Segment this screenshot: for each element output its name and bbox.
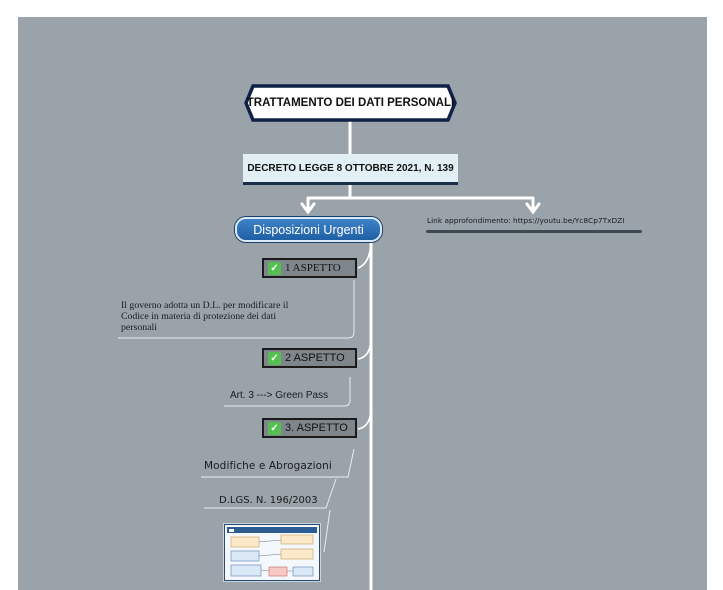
aspect-1-note-line-2: Codice in materia di protezione dei dati — [121, 311, 277, 322]
check-icon: ✓ — [268, 351, 281, 365]
aspect-3-sub-note: D.LGS. N. 196/2003 — [219, 495, 318, 506]
aspect-1-note: Il governo adotta un D.L. per modificare… — [121, 300, 288, 333]
mind-map-canvas: TRATTAMENTO DEI DATI PERSONALI DECRETO L… — [18, 17, 707, 590]
underline-note-2 — [224, 377, 351, 407]
aspect-1-label: 1 ASPETTO — [285, 262, 341, 274]
hexagon-shape-icon — [244, 84, 457, 122]
diagram-thumbnail-icon[interactable] — [224, 524, 320, 581]
root-node[interactable]: TRATTAMENTO DEI DATI PERSONALI — [239, 84, 462, 122]
link-underline — [426, 230, 642, 233]
aspect-1-node[interactable]: ✓ 1 ASPETTO — [262, 258, 357, 278]
underline-note-1 — [118, 280, 355, 339]
branch-disposizioni-urgenti[interactable]: Disposizioni Urgenti — [235, 217, 382, 242]
decree-node[interactable]: DECRETO LEGGE 8 OTTOBRE 2021, N. 139 — [243, 154, 458, 185]
arrow-to-link — [525, 202, 541, 215]
aspect-1-note-line-1: Il governo adotta un D.L. per modificare… — [121, 300, 289, 311]
aspect-2-note: Art. 3 ---> Green Pass — [230, 390, 329, 401]
connector-lines — [118, 120, 541, 590]
check-icon: ✓ — [268, 261, 281, 275]
root-title: TRATTAMENTO DEI DATI PERSONALI — [246, 97, 455, 109]
aspect-3-note: Modifiche e Abrogazioni — [204, 460, 332, 472]
underline-note-3 — [201, 448, 355, 478]
arrow-to-pill — [300, 202, 316, 215]
thumbnail-drawing — [227, 527, 317, 577]
aspect-3-label: 3. ASPETTO — [285, 422, 348, 434]
aspect-3-node[interactable]: ✓ 3. ASPETTO — [262, 418, 357, 438]
connector-aspect-2 — [357, 336, 372, 360]
connector-thumbnail — [323, 509, 331, 553]
aspect-1-note-line-3: personali — [121, 322, 157, 333]
aspect-2-node[interactable]: ✓ 2 ASPETTO — [262, 348, 357, 368]
check-icon: ✓ — [268, 421, 281, 435]
underline-sub-note — [204, 478, 337, 509]
connector-aspect-3 — [357, 406, 372, 430]
connector-aspect-1 — [357, 238, 372, 269]
link-approfondimento[interactable]: Link approfondimento: https://youtu.be/Y… — [427, 216, 625, 225]
aspect-2-label: 2 ASPETTO — [285, 352, 345, 364]
